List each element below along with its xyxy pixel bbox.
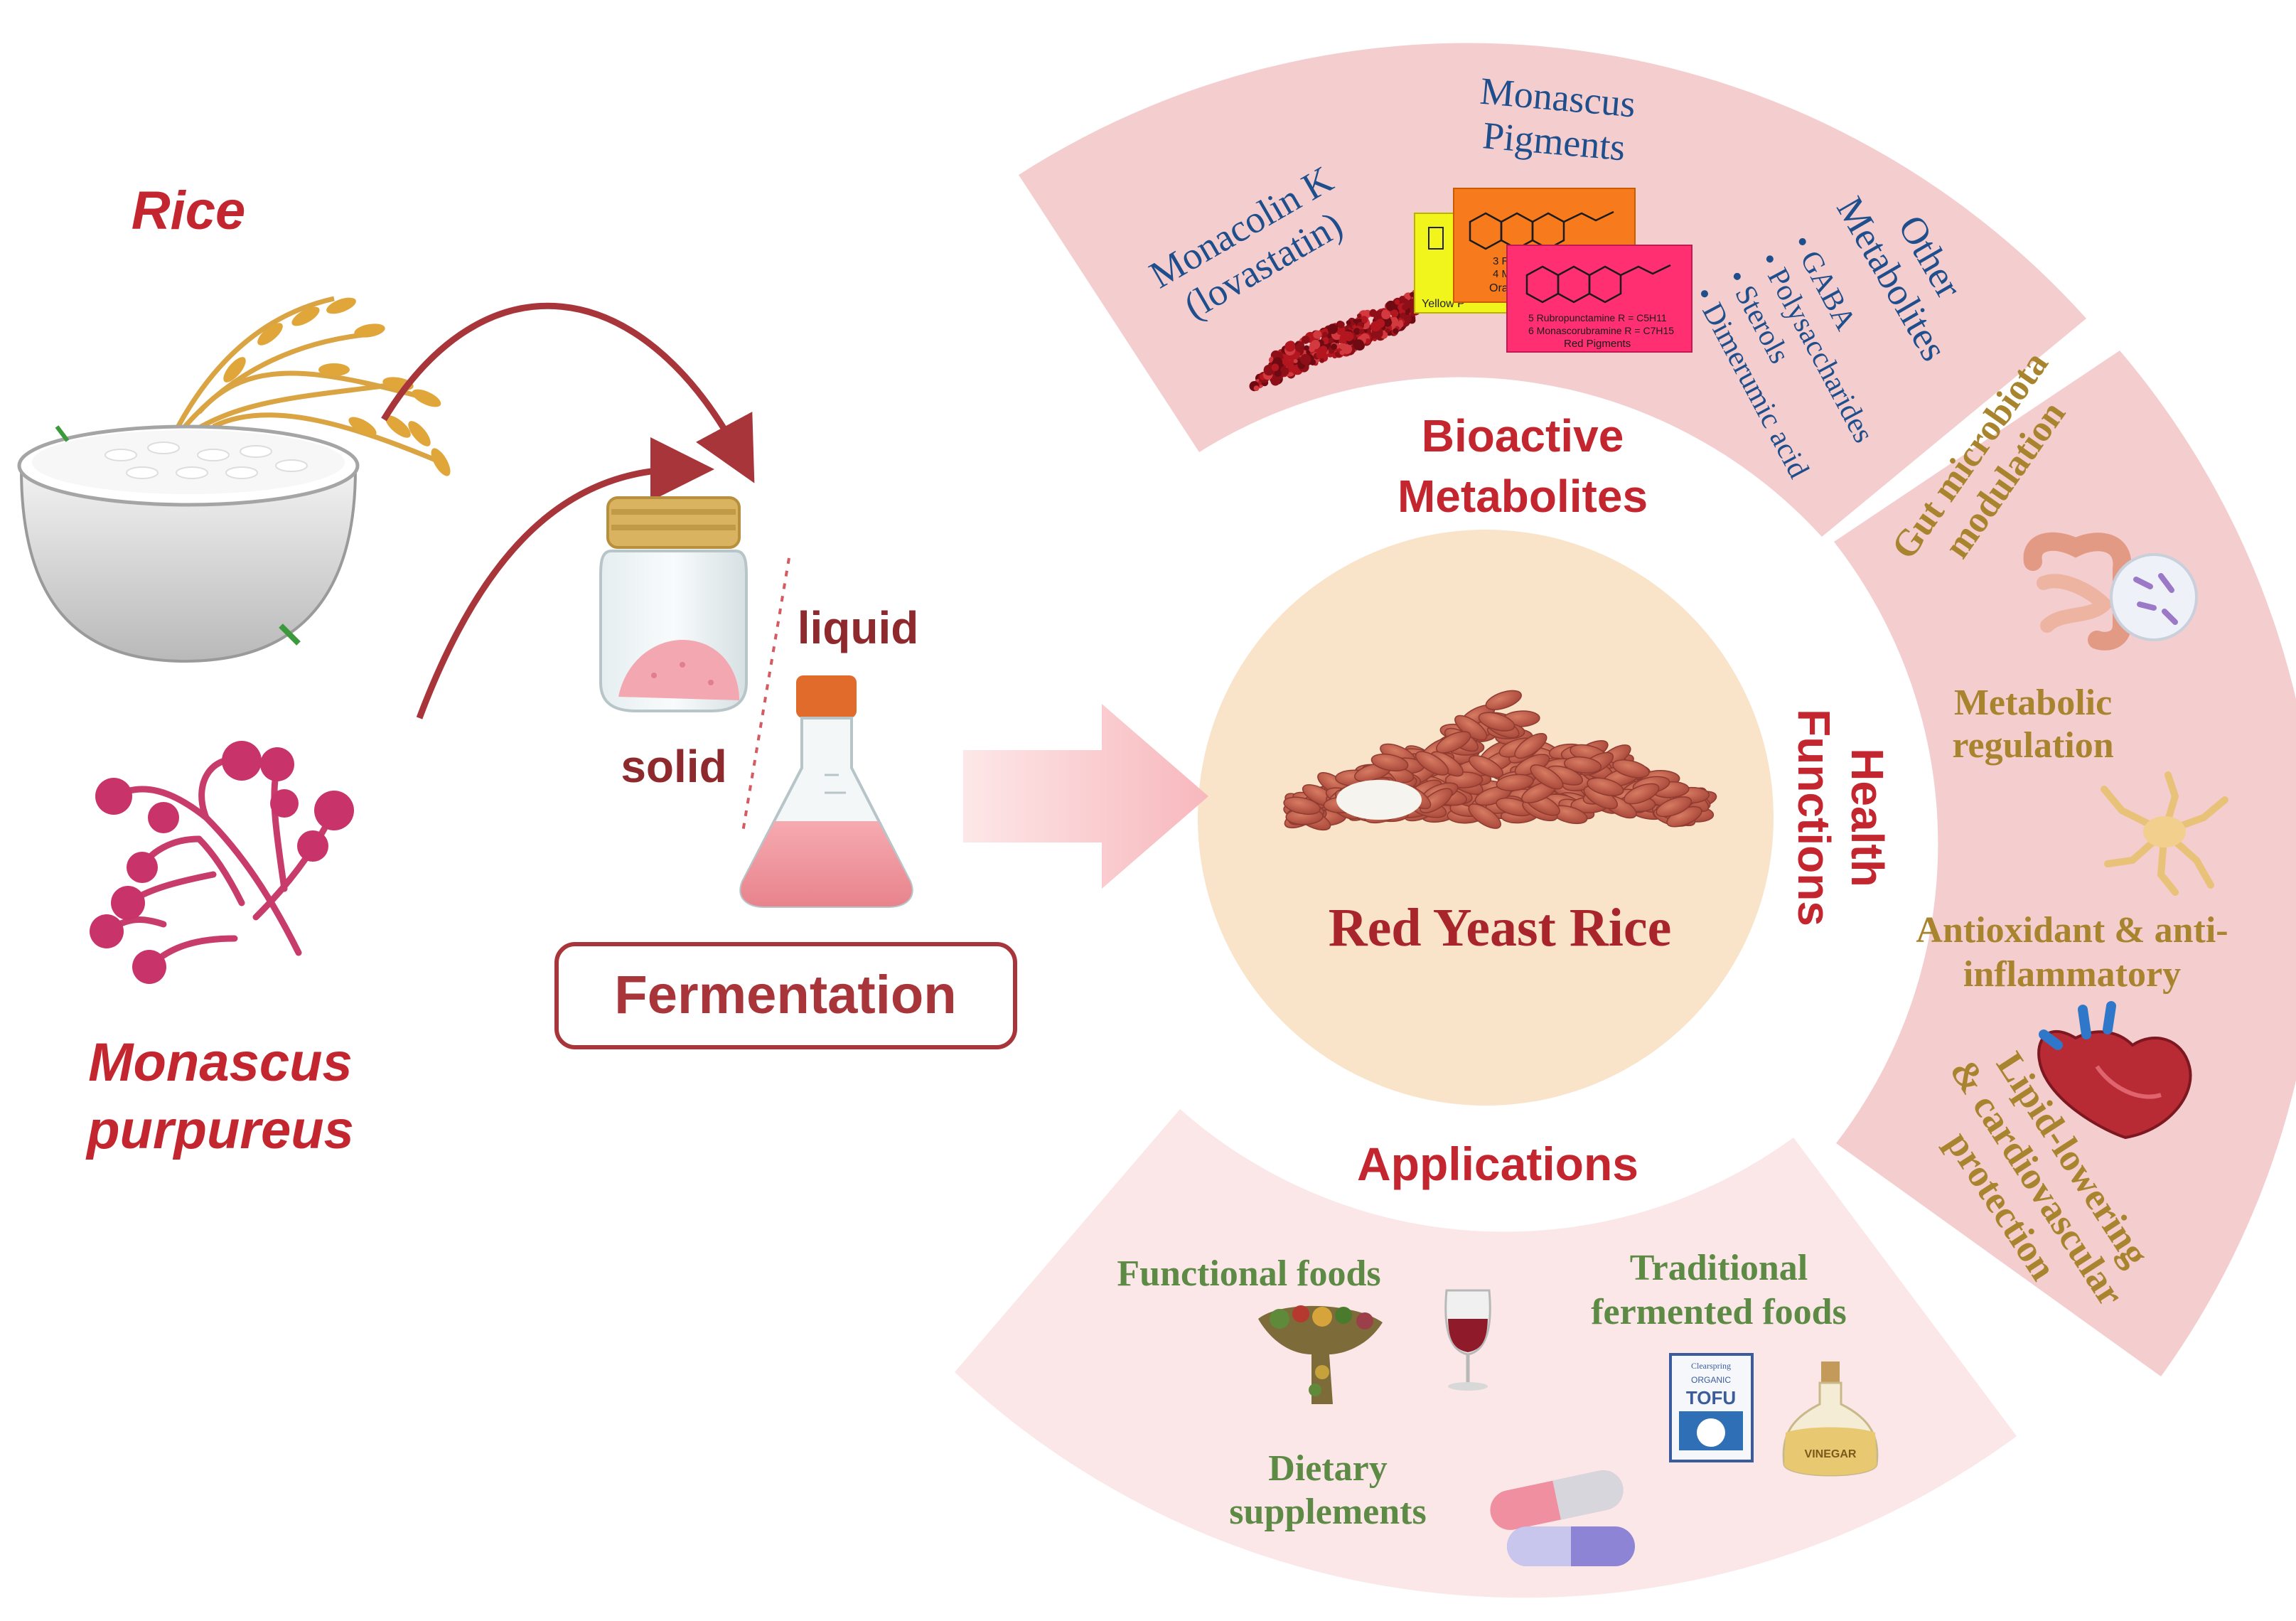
monascus-label-line2: purpureus xyxy=(85,1100,354,1160)
svg-text:3 R: 3 R xyxy=(1493,255,1510,267)
monacolin-powder-icon xyxy=(1249,286,1434,392)
functional-foods-icon xyxy=(1258,1305,1383,1404)
bioactive-heading-line2: Metabolites xyxy=(1398,471,1648,522)
svg-text:Red Pigments: Red Pigments xyxy=(1564,338,1631,350)
liquid-label: liquid xyxy=(798,602,919,653)
state-divider xyxy=(741,557,790,833)
bioactive-heading-line1: Bioactive xyxy=(1422,410,1624,461)
supplement-capsules-icon xyxy=(1490,1470,1635,1566)
health-heading-line2: Functions xyxy=(1788,709,1840,926)
tofu-package-icon: Clearspring ORGANIC TOFU xyxy=(1669,1353,1754,1462)
svg-text:6 Monascorubramine R = C7H15: 6 Monascorubramine R = C7H15 xyxy=(1528,325,1674,336)
dietary-line2: supplements xyxy=(1229,1492,1426,1532)
svg-text:4 M: 4 M xyxy=(1493,268,1511,280)
health-heading-line1: Health xyxy=(1842,748,1893,887)
applications-heading: Applications xyxy=(1357,1138,1638,1190)
fermentation-box xyxy=(554,942,1017,1049)
traditional-line2: fermented foods xyxy=(1591,1292,1847,1332)
liquid-flask-icon xyxy=(739,675,913,908)
red-pigment-card: 5 Rubropunctamine R = C5H11 6 Monascorub… xyxy=(1506,245,1693,353)
traditional-line1: Traditional xyxy=(1630,1248,1808,1288)
rice-arrow xyxy=(381,303,755,483)
center-title: Red Yeast Rice xyxy=(1329,898,1672,958)
svg-text:Ora: Ora xyxy=(1489,282,1508,294)
heart-icon xyxy=(2037,1001,2192,1140)
functional-foods-label: Functional foods xyxy=(1117,1253,1380,1294)
intestine-icon xyxy=(2023,532,2198,651)
antioxidant-line2: inflammatory xyxy=(1963,954,2181,995)
red-yeast-rice-pile-icon xyxy=(1283,690,1717,831)
fermentation-label: Fermentation xyxy=(614,965,956,1025)
monascus-fungus-icon xyxy=(90,741,354,984)
solid-jar-icon xyxy=(599,496,748,712)
dietary-line1: Dietary xyxy=(1268,1448,1387,1489)
svg-text:5 Rubropunctamine R = C5H11: 5 Rubropunctamine R = C5H11 xyxy=(1528,312,1667,323)
rice-bowl-icon xyxy=(17,296,451,663)
metabolic-line1: Metabolic xyxy=(1954,683,2112,723)
process-arrow xyxy=(963,704,1208,889)
svg-text:VINEGAR: VINEGAR xyxy=(1805,1448,1857,1460)
applications-band xyxy=(955,1109,2017,1598)
metabolic-line2: regulation xyxy=(1952,725,2113,766)
monascus-label-line1: Monascus xyxy=(88,1032,353,1093)
antioxidant-line1: Antioxidant & anti- xyxy=(1916,910,2228,951)
wine-glass-icon xyxy=(1444,1289,1491,1391)
monascus-arrow xyxy=(416,437,714,719)
neuron-icon xyxy=(2101,771,2228,896)
svg-text:Clearspring: Clearspring xyxy=(1691,1361,1731,1371)
svg-text:ORGANIC: ORGANIC xyxy=(1691,1375,1731,1385)
svg-text:TOFU: TOFU xyxy=(1686,1387,1736,1408)
solid-label: solid xyxy=(621,741,726,792)
vinegar-bottle-icon: VINEGAR xyxy=(1782,1361,1879,1477)
rice-label: Rice xyxy=(132,181,246,241)
